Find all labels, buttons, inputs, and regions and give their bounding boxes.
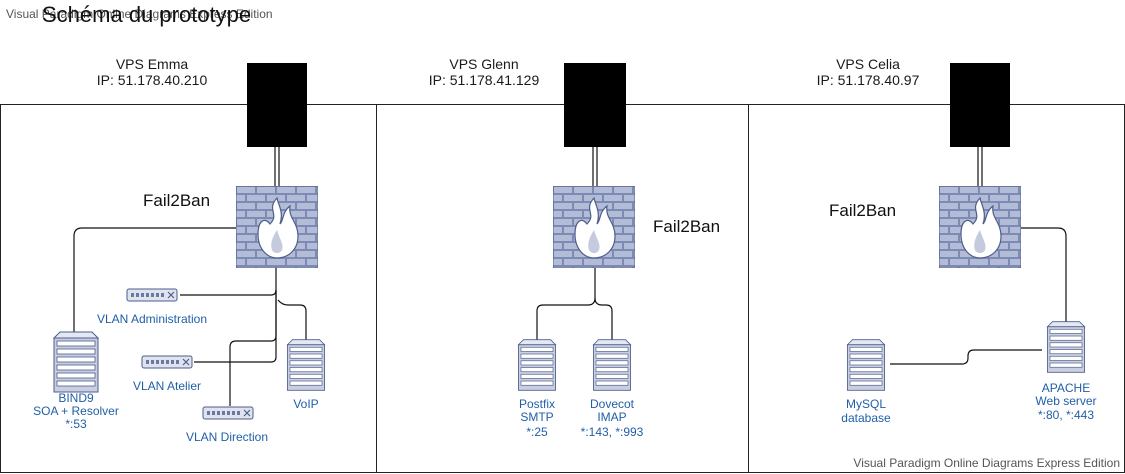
vps-emma-name: VPS Emma [116, 56, 189, 72]
firewall-icon [553, 186, 635, 268]
vps-emma-uplink-block [247, 63, 307, 147]
vps-emma-links [73, 227, 307, 406]
node-postfix-line3: *:25 [526, 425, 548, 439]
vps-celia-firewall-label: Fail2Ban [829, 201, 896, 220]
node-dovecot-line3: *:143, *:993 [581, 425, 644, 439]
switch-icon [141, 355, 193, 369]
vps-celia-links [890, 227, 1067, 365]
node-apache-line2: Web server [1035, 394, 1096, 408]
node-postfix-line1: Postfix [519, 397, 555, 411]
switch-icon [202, 406, 254, 420]
vps-celia-name: VPS Celia [836, 56, 900, 72]
node-dovecot-line1: Dovecot [590, 397, 635, 411]
node-bind9-line3: *:53 [65, 417, 87, 431]
node-dovecot-line2: IMAP [597, 410, 626, 424]
node-vlan-direction: VLAN Direction [186, 430, 268, 444]
page-title: Schéma du prototype [42, 2, 251, 27]
server-icon [1046, 321, 1086, 373]
firewall-icon [236, 186, 318, 268]
vps-celia-uplink [977, 147, 983, 186]
server-icon [53, 331, 99, 393]
watermark-bottom: Visual Paradigm Online Diagrams Express … [853, 456, 1120, 470]
vps-glenn-uplink [592, 147, 598, 186]
vps-glenn-name: VPS Glenn [449, 56, 518, 72]
node-vlan-administration: VLAN Administration [97, 312, 207, 326]
node-bind9-line1: BIND9 [58, 391, 94, 405]
firewall-icon [939, 186, 1021, 268]
node-apache-line3: *:80, *:443 [1038, 408, 1094, 422]
node-bind9-line2: SOA + Resolver [33, 404, 119, 418]
vps-emma-ip: IP: 51.178.40.210 [97, 72, 208, 88]
vps-glenn-firewall-label: Fail2Ban [653, 217, 720, 236]
node-mysql-line2: database [841, 411, 891, 425]
node-apache-line1: APACHE [1042, 381, 1090, 395]
vps-glenn-links [536, 268, 613, 340]
switch-icon [126, 288, 178, 302]
vps-celia-uplink-block [950, 63, 1010, 147]
watermark-top: Visual Paradigm Online Diagrams Express … [6, 7, 273, 21]
server-icon [592, 339, 632, 391]
vps-glenn-uplink-block [564, 63, 626, 147]
server-icon [517, 339, 557, 391]
node-vlan-atelier: VLAN Atelier [133, 379, 201, 393]
node-voip: VoIP [293, 397, 318, 411]
vps-emma-firewall-label: Fail2Ban [143, 191, 210, 210]
vps-glenn-ip: IP: 51.178.41.129 [429, 72, 540, 88]
vps-glenn-box [376, 104, 749, 473]
vps-celia-ip: IP: 51.178.40.97 [817, 72, 920, 88]
node-mysql-line1: MySQL [846, 397, 886, 411]
node-postfix-line2: SMTP [520, 410, 553, 424]
vps-emma-uplink [274, 147, 280, 186]
server-icon [286, 339, 326, 391]
server-icon [846, 339, 886, 391]
